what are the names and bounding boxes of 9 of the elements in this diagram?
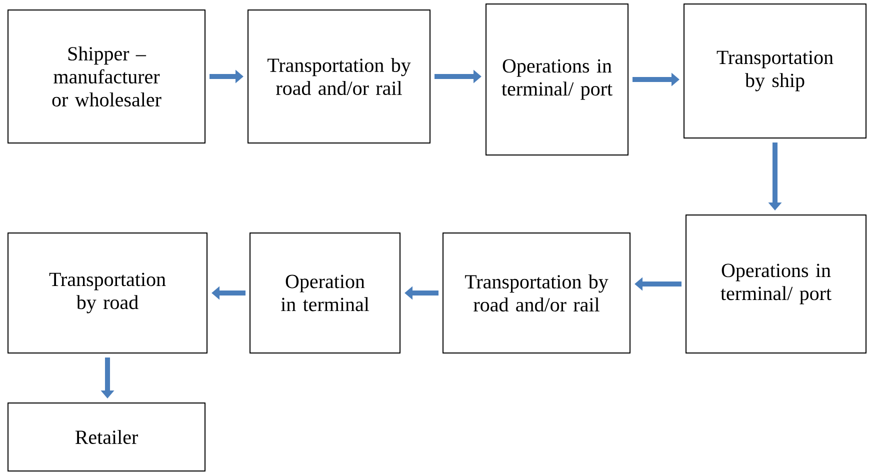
process-box: Operations in terminal/ port <box>686 214 867 354</box>
process-box: Transportation by road and/or rail <box>442 232 630 354</box>
process-box: Operation in terminal <box>250 232 400 354</box>
process-box: Operations in terminal/ port <box>486 4 628 156</box>
process-box: Transportation by ship <box>684 4 867 138</box>
process-box: Retailer <box>8 402 206 472</box>
process-box: Transportation by road <box>8 232 208 354</box>
process-box: Transportation by road and/or rail <box>248 10 430 144</box>
process-box: Shipper – manufacturer or wholesaler <box>8 10 206 144</box>
